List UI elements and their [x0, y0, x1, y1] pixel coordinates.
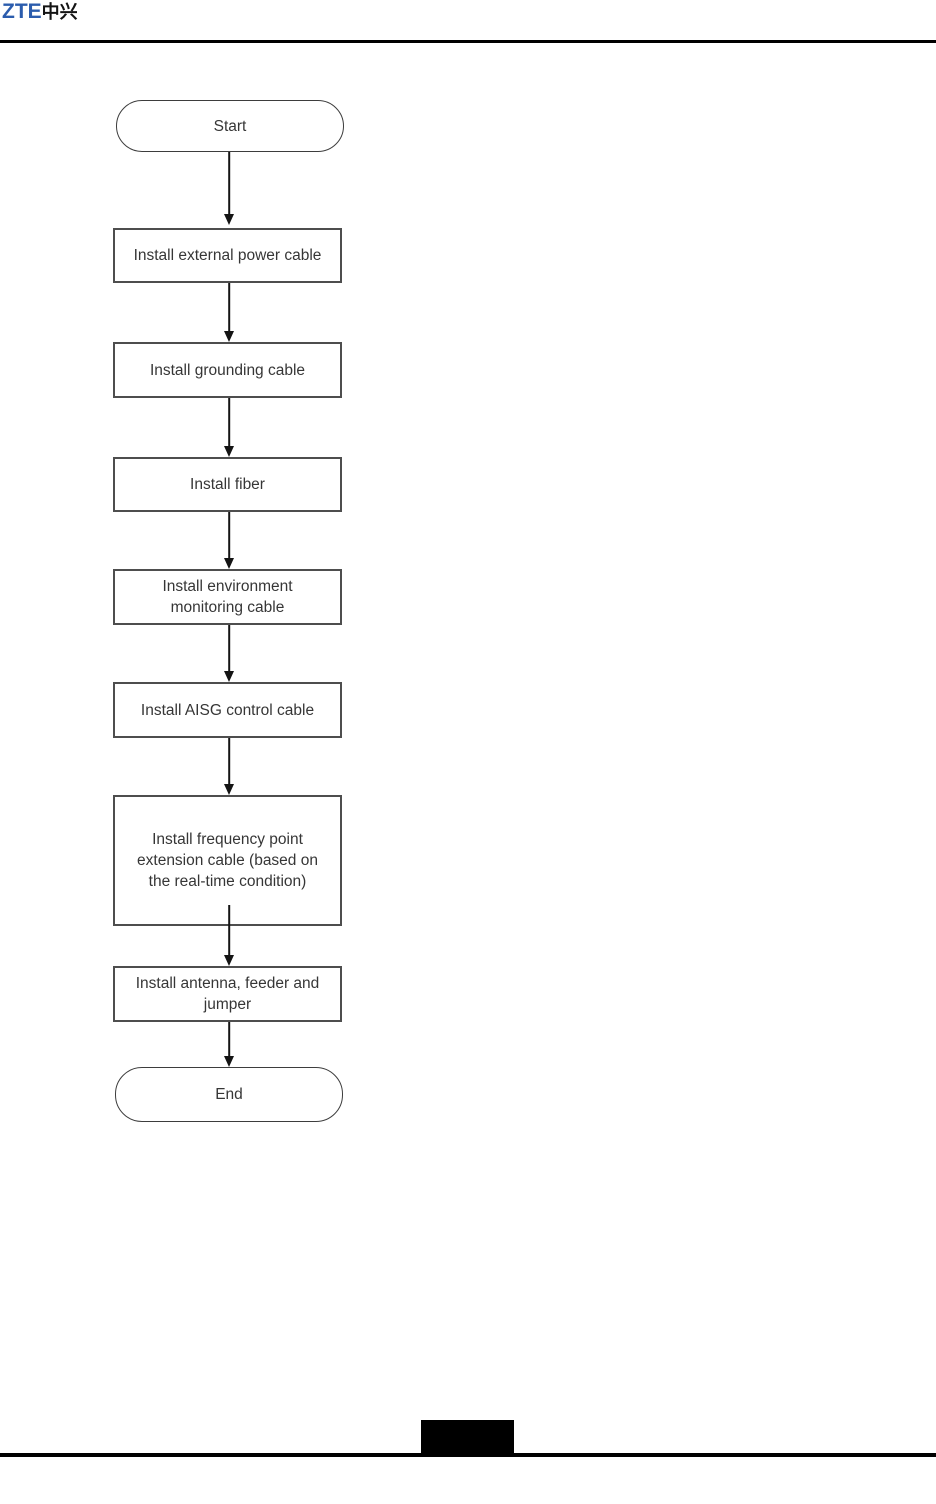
arrow-shaft — [228, 905, 230, 958]
flow-arrow-down — [223, 512, 235, 569]
zte-logo-chinese-text: 中兴 — [41, 2, 78, 22]
flow-arrow-down — [223, 152, 235, 225]
arrow-shaft — [228, 283, 230, 334]
zte-logo-latin-text: ZTE — [2, 0, 42, 23]
node-label: Install environment monitoring cable — [162, 578, 293, 616]
flow-arrow-down — [223, 283, 235, 342]
flowchart-node-start: Start — [116, 100, 344, 152]
flow-arrow-down — [223, 738, 235, 795]
arrowhead-down-icon — [224, 784, 234, 795]
flowchart-node-install-environment-monitoring-cable: Install environment monitoring cable — [113, 569, 342, 625]
zte-logo: ZTE中兴 — [2, 0, 78, 24]
arrow-shaft — [228, 1022, 230, 1059]
arrow-shaft — [228, 398, 230, 449]
node-label: Install fiber — [190, 476, 265, 493]
node-label: End — [215, 1086, 243, 1103]
flowchart-node-install-grounding-cable: Install grounding cable — [113, 342, 342, 398]
arrowhead-down-icon — [224, 446, 234, 457]
flow-arrow-down — [223, 398, 235, 457]
arrow-shaft — [228, 738, 230, 787]
flow-arrow-down — [223, 905, 235, 966]
flowchart-node-install-frequency-point-extension-cable: Install frequency point extension cable … — [113, 795, 342, 926]
flow-arrow-down — [223, 625, 235, 682]
arrowhead-down-icon — [224, 671, 234, 682]
footer-rule — [0, 1453, 936, 1457]
arrow-shaft — [228, 512, 230, 561]
node-label: Install external power cable — [133, 247, 322, 264]
node-label: Install antenna, feeder and jumper — [135, 975, 320, 1013]
arrowhead-down-icon — [224, 331, 234, 342]
node-label: Install AISG control cable — [140, 701, 315, 719]
flowchart-node-end: End — [115, 1067, 343, 1122]
node-label: Install frequency point extension cable … — [137, 831, 318, 890]
node-label: Start — [213, 117, 247, 135]
flowchart-node-install-fiber: Install fiber — [113, 457, 342, 512]
arrow-shaft — [228, 625, 230, 674]
header-rule — [0, 40, 936, 43]
flowchart-node-install-aisg-control-cable: Install AISG control cable — [113, 682, 342, 738]
arrowhead-down-icon — [224, 955, 234, 966]
arrowhead-down-icon — [224, 214, 234, 225]
footer-redaction-block — [421, 1420, 514, 1453]
arrowhead-down-icon — [224, 558, 234, 569]
flowchart-node-install-external-power-cable: Install external power cable — [113, 228, 342, 283]
arrow-shaft — [228, 152, 230, 217]
flowchart-node-install-antenna-feeder-jumper: Install antenna, feeder and jumper — [113, 966, 342, 1022]
arrowhead-down-icon — [224, 1056, 234, 1067]
node-label: Install grounding cable — [149, 361, 306, 379]
flow-arrow-down — [223, 1022, 235, 1067]
